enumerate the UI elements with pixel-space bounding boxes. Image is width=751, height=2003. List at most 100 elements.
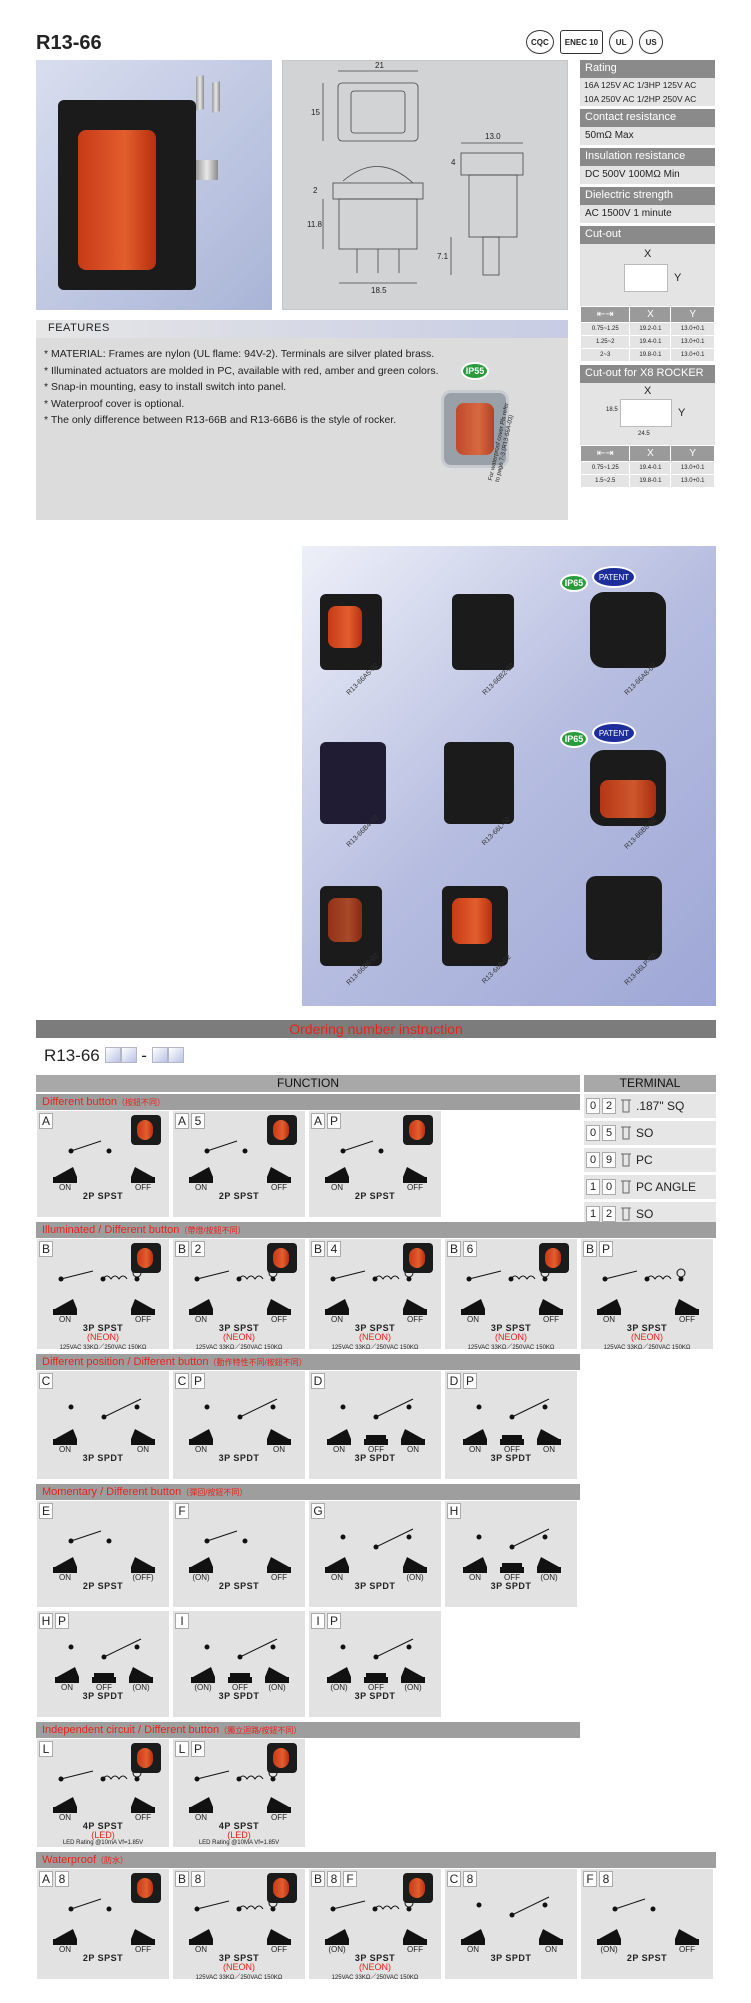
position-label: (ON) (540, 1573, 558, 1582)
switch-type: 3P SPST (82, 1323, 124, 1333)
code-char: L (39, 1741, 53, 1757)
position-label: ON (59, 1813, 71, 1822)
switch-photo (586, 876, 662, 960)
code-char: A (311, 1113, 325, 1129)
red-rocker (273, 1748, 289, 1768)
switch-note: 125VAC 33KΩ／250VAC 150KΩ (195, 1345, 283, 1351)
switch-subtype: (LED) (91, 1830, 115, 1840)
table-cell: 19.2-0.1 (629, 322, 672, 336)
table-cell: 13.0+0.1 (670, 348, 715, 362)
circuit-diagram (597, 1268, 699, 1315)
red-rocker (409, 1878, 425, 1898)
code-char: A (175, 1113, 189, 1129)
terminal-label: SO (636, 1126, 654, 1140)
code-char: P (191, 1373, 205, 1389)
position-label: ON (331, 1183, 343, 1192)
switch-note: 125VAC 33KΩ／250VAC 150KΩ (603, 1345, 691, 1351)
section-bar: Illuminated / Different button（帶燈/按鈕不同） (36, 1222, 716, 1238)
product-gallery: R13-66A5-02 R13-66B2-02 IP65 PATENT R13-… (302, 546, 716, 1006)
position-label: ON (273, 1445, 285, 1454)
red-rocker (137, 1748, 153, 1768)
switch-type: 3P SPDT (354, 1453, 396, 1463)
terminal-icon (621, 1180, 631, 1194)
red-rocker (545, 1248, 561, 1268)
switch-type: 3P SPST (626, 1323, 668, 1333)
table-cell: 19.8-0.1 (629, 474, 672, 488)
circuit-diagram (327, 1398, 425, 1445)
ip65-badge: IP65 (560, 574, 588, 592)
col-x: X (629, 445, 672, 462)
circuit-diagram (597, 1898, 699, 1945)
position-label: OFF (679, 1315, 695, 1324)
table-cell: 1.5~2.5 (579, 474, 631, 488)
circuit-diagram (53, 1140, 155, 1183)
circuit-diagram (325, 1528, 427, 1573)
function-code: F (175, 1503, 189, 1519)
table-cell: 13.0+0.1 (670, 322, 715, 336)
function-code: B (39, 1241, 53, 1257)
switch-type: 3P SPDT (218, 1691, 260, 1701)
position-label: ON (603, 1315, 615, 1324)
function-code: I (175, 1613, 189, 1629)
code-char: H (39, 1613, 53, 1629)
dim-label: 2 (313, 186, 318, 195)
position-label: OFF (271, 1315, 287, 1324)
section-title: Waterproof (42, 1854, 97, 1866)
switch-note: 125VAC 33KΩ／250VAC 150KΩ (331, 1975, 419, 1981)
switch-type: 3P SPDT (490, 1953, 532, 1963)
dim-label: 24.5 (638, 431, 650, 437)
position-label: OFF (543, 1315, 559, 1324)
code-char: H (447, 1503, 461, 1519)
ip55-badge: IP55 (461, 362, 489, 380)
position-label: ON (331, 1315, 343, 1324)
terminal-header: TERMINAL (584, 1075, 716, 1092)
switch-type: 3P SPDT (490, 1453, 532, 1463)
feature-item: * Snap-in mounting, easy to install swit… (44, 381, 287, 393)
position-label: ON (469, 1573, 481, 1582)
ip65-badge: IP65 (560, 730, 588, 748)
code-char: C (175, 1373, 189, 1389)
switch-type: 3P SPDT (354, 1581, 396, 1591)
position-label: OFF (504, 1445, 520, 1454)
position-label: (ON) (404, 1683, 422, 1692)
position-label: OFF (271, 1183, 287, 1192)
code-char: F (343, 1871, 357, 1887)
section-title: Illuminated / Different button (42, 1224, 180, 1236)
position-label: OFF (368, 1683, 384, 1692)
code-char: B (447, 1241, 461, 1257)
waterproof-cover-photo (441, 390, 509, 468)
terminal-pin (212, 81, 220, 113)
panel-icon: ⇤⇥ (579, 445, 631, 462)
position-label: OFF (135, 1813, 151, 1822)
code-char: B (175, 1871, 189, 1887)
code-box (151, 1047, 168, 1063)
features-list: * MATERIAL: Frames are nylon (UL flame: … (36, 338, 456, 437)
ordering-prefix: R13-66 (44, 1046, 100, 1065)
section-title-cn: （按鈕不同） (117, 1098, 166, 1107)
position-label: OFF (135, 1945, 151, 1954)
switch-type: 4P SPST (82, 1821, 124, 1831)
switch-type: 2P SPST (626, 1953, 668, 1963)
function-code: L (39, 1741, 53, 1757)
section-title: Different position / Different button (42, 1356, 209, 1368)
table-cell: 19.4-0.1 (629, 335, 672, 349)
code-char: D (311, 1373, 325, 1389)
switch-type: 4P SPST (218, 1821, 260, 1831)
contact-value: 50mΩ Max (580, 127, 715, 145)
feature-item: * Illuminated actuators are molded in PC… (44, 364, 439, 377)
circuit-diagram (327, 1638, 425, 1683)
position-label: OFF (271, 1573, 287, 1582)
code-char: P (327, 1613, 341, 1629)
